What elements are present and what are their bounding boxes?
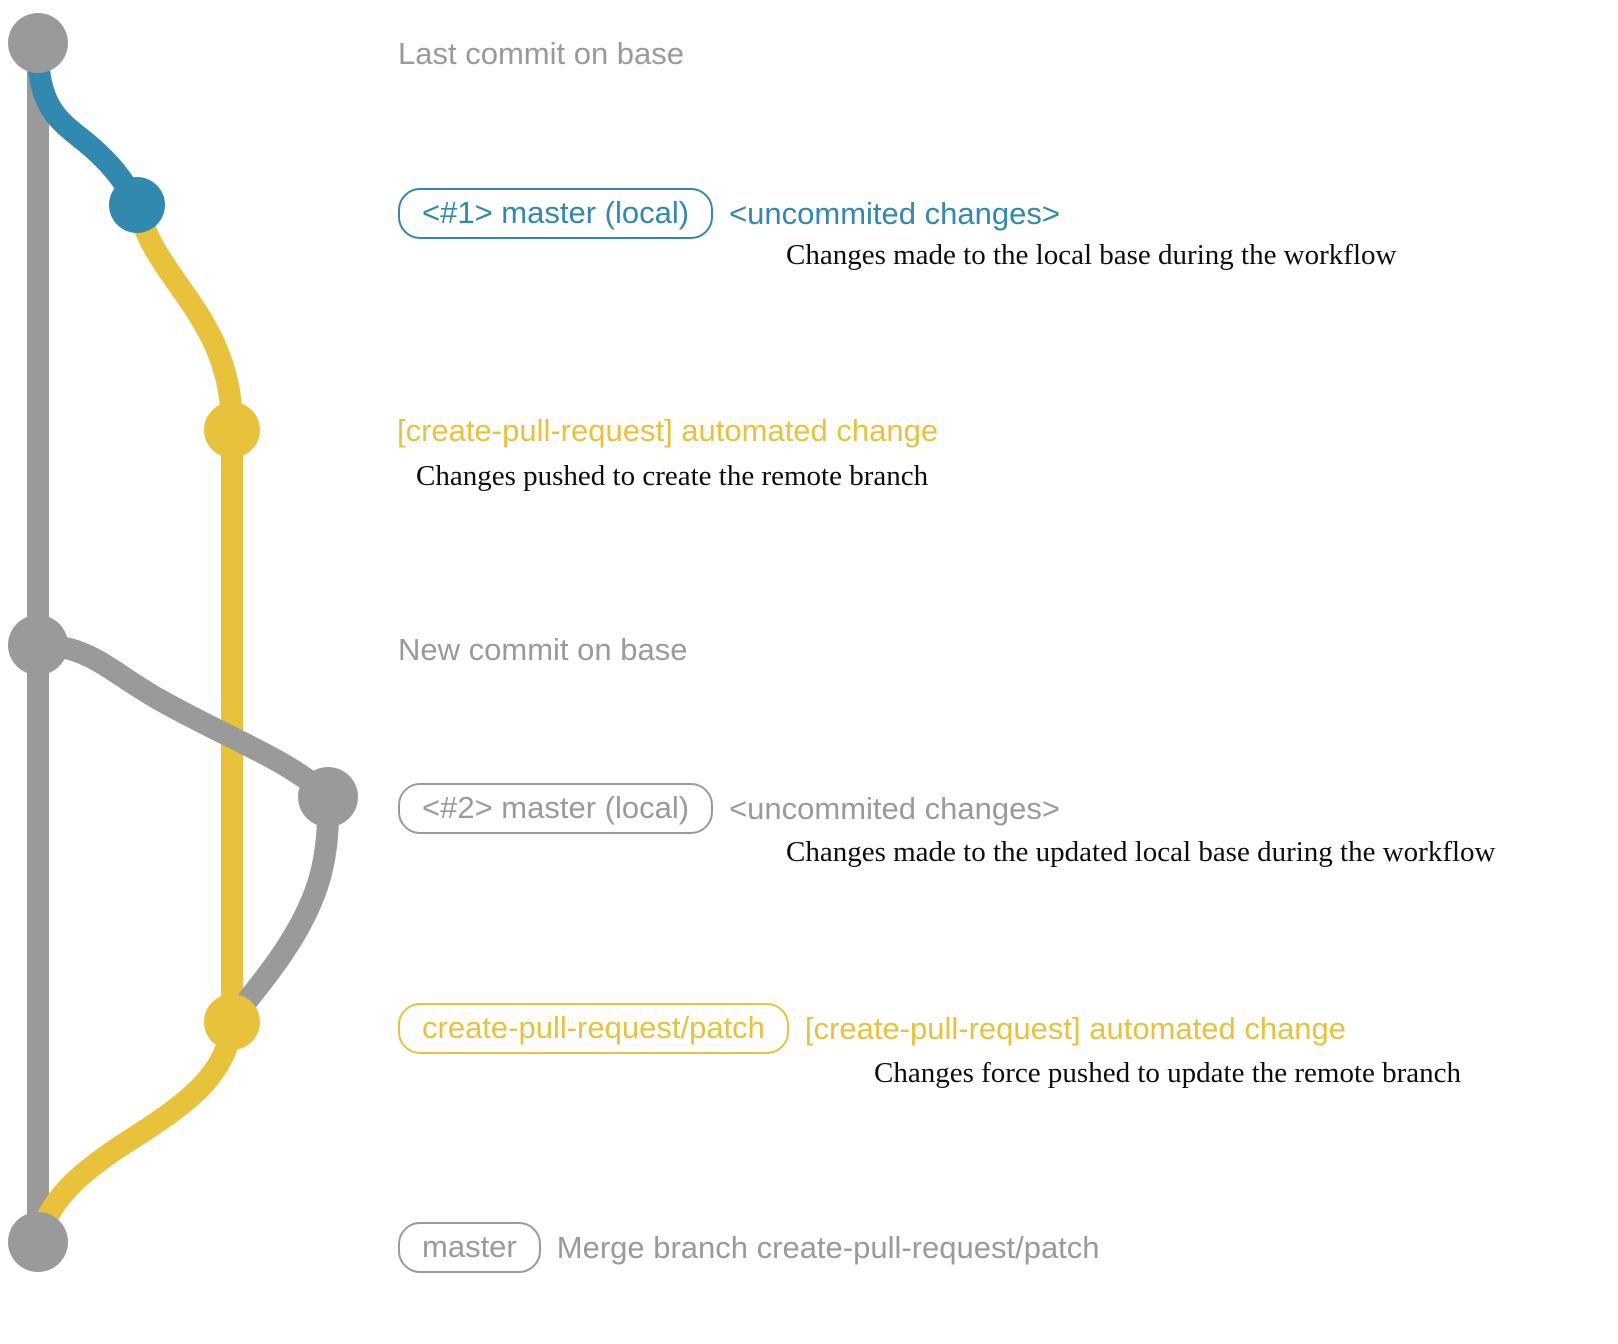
- commit-node-local-2: [298, 767, 358, 827]
- commit-row-automated-change-1: [create-pull-request] automated change: [397, 415, 938, 446]
- edge-local-1-to-patch-1: [126, 194, 243, 441]
- commit-subject-automated-change-1: [create-pull-request] automated change: [397, 413, 939, 448]
- commit-description-automated-change-2: Changes force pushed to update the remot…: [874, 1057, 1462, 1089]
- commit-node-patch-2: [204, 994, 260, 1050]
- edge-base-new-to-local-2: [27, 634, 339, 808]
- commit-subject-new-commit-on-base: New commit on base: [398, 632, 688, 667]
- commit-subject-automated-change-2: [create-pull-request] automated change: [804, 1011, 1347, 1046]
- commit-subject-master-merge: Merge branch create-pull-request/patch: [556, 1230, 1100, 1265]
- ref-badge-create-pull-request-patch[interactable]: create-pull-request/patch: [398, 1003, 789, 1054]
- commit-row-new-commit-on-base: New commit on base: [398, 634, 687, 665]
- ref-badge-master-local-1[interactable]: <#1> master (local): [398, 188, 714, 239]
- commit-row-automated-change-2: create-pull-request/patch [create-pull-r…: [398, 1003, 1346, 1054]
- commit-row-last-commit-on-base: Last commit on base: [398, 38, 684, 69]
- commit-node-base-last: [8, 13, 68, 73]
- commit-subject-last-commit-on-base: Last commit on base: [398, 36, 685, 71]
- commit-description-local-commit-1: Changes made to the local base during th…: [786, 239, 1397, 271]
- commit-subject-local-commit-1: <uncommited changes>: [729, 196, 1060, 231]
- commit-description-local-commit-2: Changes made to the updated local base d…: [786, 836, 1496, 868]
- ref-badge-master[interactable]: master: [398, 1222, 541, 1273]
- commit-description-automated-change-1: Changes pushed to create the remote bran…: [416, 460, 929, 492]
- commit-node-base-new: [8, 615, 68, 675]
- commit-subject-local-commit-2: <uncommited changes>: [729, 791, 1060, 826]
- commit-row-local-commit-2: <#2> master (local) <uncommited changes>: [398, 783, 1060, 834]
- edge-patch-2-to-master-merge: [27, 1011, 243, 1253]
- commit-node-master-merge: [8, 1212, 68, 1272]
- ref-badge-master-local-2[interactable]: <#2> master (local): [398, 783, 714, 834]
- commit-node-patch-1: [204, 402, 260, 458]
- commit-row-local-commit-1: <#1> master (local) <uncommited changes>: [398, 188, 1060, 239]
- commit-row-master-merge: master Merge branch create-pull-request/…: [398, 1222, 1100, 1273]
- commit-node-local-1: [109, 177, 165, 233]
